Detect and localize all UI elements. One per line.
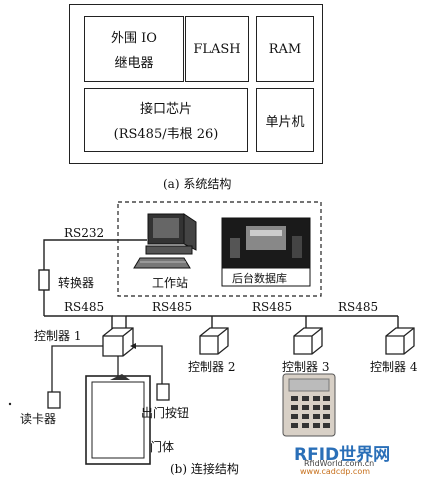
watermark-url: RfidWorld.com.cn: [304, 459, 375, 468]
rs232-label: RS232: [64, 226, 105, 240]
converter-label: 转换器: [58, 276, 95, 290]
controller-4-label: 控制器 4: [370, 360, 418, 374]
mcu-block: 单片机: [256, 88, 314, 152]
door-panel-icon: [91, 381, 145, 459]
keypad-device-icon: [282, 373, 336, 437]
peripheral-io-relay-block: 外围 IO 继电器: [84, 16, 184, 82]
card-reader-label: 读卡器: [20, 412, 57, 426]
rs485-label-1: RS485: [64, 300, 105, 314]
rs485-label-3: RS485: [252, 300, 293, 314]
watermark-url-2: www.cadcdp.com: [300, 467, 370, 476]
mcu-label: 单片机: [265, 114, 305, 130]
controller-3-label: 控制器 3: [282, 360, 330, 374]
watermark-logo-text: RFID世界网: [294, 445, 391, 465]
ram-block: RAM: [256, 16, 314, 82]
relay-label: 继电器: [114, 56, 154, 71]
peripheral-io-label: 外围 IO: [111, 31, 157, 46]
door-label: 门体: [150, 440, 175, 454]
controller-2-label: 控制器 2: [188, 360, 236, 374]
rs232-line: [43, 239, 147, 270]
rs485-label-4: RS485: [338, 300, 379, 314]
workstation-label: 工作站: [152, 276, 189, 290]
converter-icon: [38, 269, 50, 291]
flash-block: FLASH: [185, 16, 249, 82]
controller-3-icon: [293, 327, 323, 355]
controller-1-label: 控制器 1: [34, 329, 82, 343]
computer-icon: [133, 213, 197, 269]
caption-a: (a) 系统结构: [163, 177, 232, 191]
caption-b: (b) 连接结构: [170, 462, 239, 476]
ram-label: RAM: [268, 41, 302, 57]
database-label: 后台数据库: [232, 272, 287, 285]
interface-chip-label: 接口芯片: [139, 102, 192, 117]
interface-protocol-label: (RS485/韦根 26): [113, 127, 219, 142]
controller-4-icon: [385, 327, 415, 355]
rs485-label-2: RS485: [152, 300, 193, 314]
controller-1-icon: [102, 327, 134, 357]
card-reader-line: [51, 345, 103, 392]
exit-button-label: 出门按钮: [141, 406, 190, 420]
system-structure-frame: [69, 4, 323, 164]
interface-chip-block: 接口芯片 (RS485/韦根 26): [84, 88, 248, 152]
database-server-icon: [221, 217, 311, 287]
exit-button-line: [133, 345, 163, 384]
flash-label: FLASH: [193, 41, 241, 57]
workstation-dashed-frame: [117, 201, 322, 297]
exit-button-icon: [156, 383, 170, 401]
controller-2-icon: [199, 327, 229, 355]
card-reader-icon: [47, 391, 61, 409]
